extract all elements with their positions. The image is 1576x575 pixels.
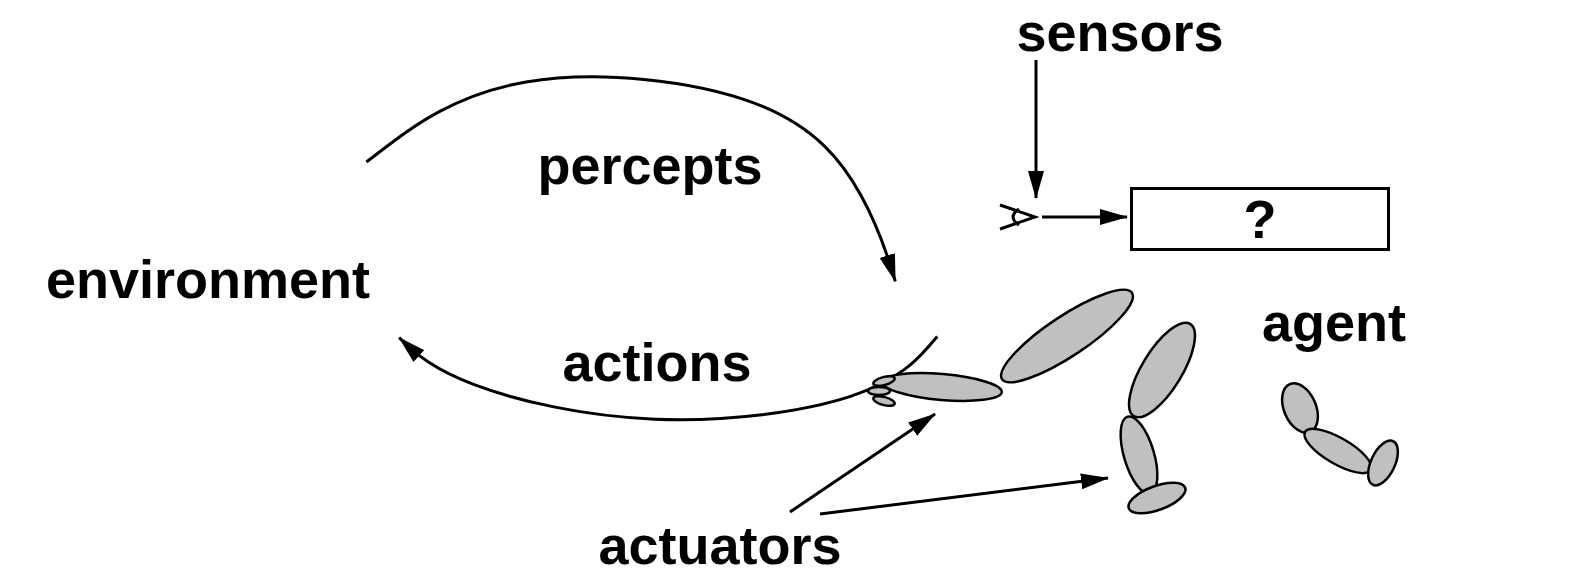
edge-label-holder: actions [562, 335, 751, 389]
forearm [881, 369, 1003, 405]
actuators-leader [790, 414, 935, 512]
edge-label: percepts [537, 138, 762, 192]
sensors-leader [1035, 60, 1038, 198]
foot [1125, 476, 1190, 519]
node-outline-shape [7, 89, 409, 469]
eye-symbol [1000, 205, 1035, 229]
edge-label: actions [562, 335, 751, 389]
upper-arm [991, 276, 1143, 396]
process-box: ? [1130, 187, 1390, 251]
finger [872, 394, 895, 407]
part-label-holder: sensors [1016, 5, 1223, 59]
node-label: ? [1244, 192, 1277, 246]
eye-to-box-arrow [1042, 216, 1127, 219]
part-label: actuators [598, 518, 841, 572]
leader-arrows [790, 60, 1127, 514]
eye-pupil [1013, 209, 1019, 225]
shin [1299, 421, 1378, 482]
part-label: sensors [1016, 5, 1223, 59]
agent-ellipse: agent? [890, 105, 1570, 415]
node-outline-shape [892, 107, 1568, 413]
foot [1362, 436, 1404, 490]
flow-arrow [366, 77, 895, 281]
node-label: agent [1262, 295, 1406, 349]
node-outline [890, 105, 1570, 415]
eye-outline [1000, 205, 1035, 229]
finger [868, 387, 890, 395]
actuators-leader [820, 478, 1108, 514]
edge-label-holder: percepts [537, 138, 762, 192]
thigh [1117, 313, 1207, 426]
node-label: environment [46, 252, 370, 306]
finger [872, 374, 895, 387]
part-label-holder: actuators [598, 518, 841, 572]
environment-circle: environment [5, 87, 411, 471]
